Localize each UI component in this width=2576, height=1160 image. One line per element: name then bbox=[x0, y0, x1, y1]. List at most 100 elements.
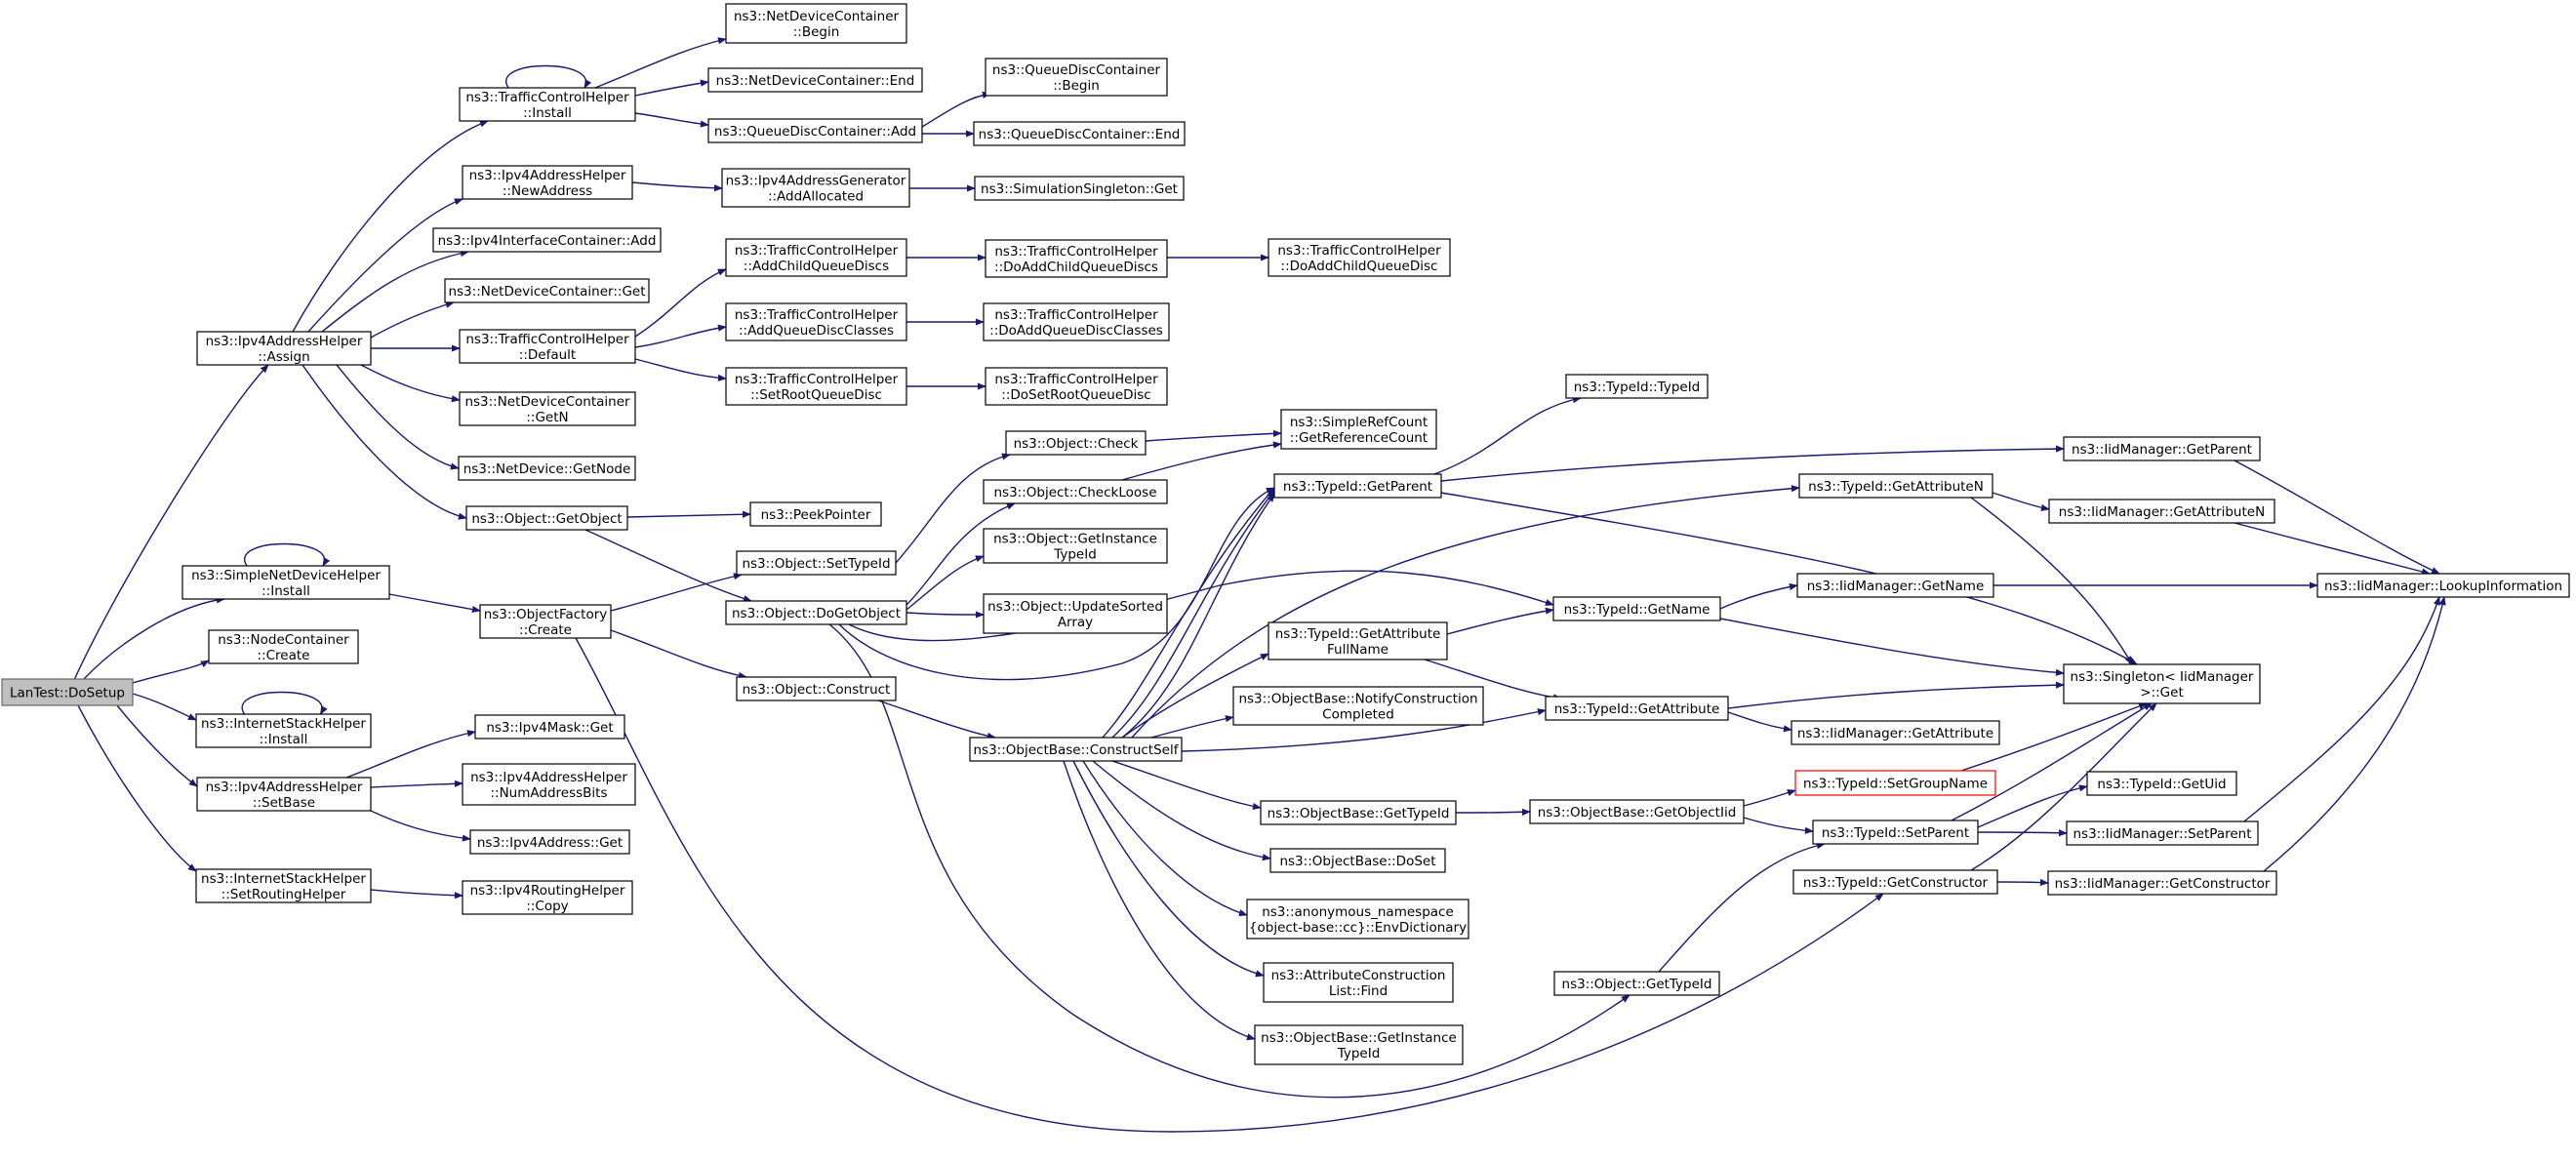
node-doaddchildqd[interactable]: ns3::TrafficControlHelper::DoAddChildQue… bbox=[1268, 238, 1451, 277]
node-constructself[interactable]: ns3::ObjectBase::ConstructSelf bbox=[969, 737, 1183, 762]
node-box bbox=[1260, 800, 1457, 825]
edge-objcheck-to-refcount bbox=[1145, 429, 1282, 442]
node-iidlookup[interactable]: ns3::IidManager::LookupInformation bbox=[2316, 573, 2570, 598]
node-ipv4assign[interactable]: ns3::Ipv4AddressHelper::Assign bbox=[196, 331, 372, 366]
node-ndcgetn[interactable]: ns3::NetDeviceContainer::GetN bbox=[459, 391, 636, 426]
node-objcheckloose[interactable]: ns3::Object::CheckLoose bbox=[983, 479, 1168, 504]
node-label: ns3::TypeId::TypeId bbox=[1574, 380, 1701, 395]
node-tidgetuid[interactable]: ns3::TypeId::GetUid bbox=[2086, 771, 2237, 796]
node-ifcadd[interactable]: ns3::Ipv4InterfaceContainer::Add bbox=[432, 227, 662, 253]
node-label: ns3::Ipv4AddressHelper bbox=[470, 770, 627, 785]
node-ndgetnode[interactable]: ns3::NetDevice::GetNode bbox=[458, 456, 636, 481]
node-tchinstall[interactable]: ns3::TrafficControlHelper::Install bbox=[459, 87, 636, 122]
node-setbase[interactable]: ns3::Ipv4AddressHelper::SetBase bbox=[196, 777, 372, 812]
edge-root-to-ipv4assign bbox=[73, 364, 269, 681]
node-label: ns3::ObjectFactory bbox=[484, 607, 608, 622]
node-obgetobjectiid[interactable]: ns3::ObjectBase::GetObjectIid bbox=[1529, 799, 1745, 824]
node-obdoset[interactable]: ns3::ObjectBase::DoSet bbox=[1269, 848, 1446, 873]
node-nodecont[interactable]: ns3::NodeContainer::Create bbox=[208, 629, 359, 664]
edge-tidgetattrn-to-singletonget bbox=[1970, 497, 2133, 665]
node-box bbox=[1273, 473, 1442, 499]
node-setrootqd[interactable]: ns3::TrafficControlHelper::SetRootQueueD… bbox=[725, 367, 907, 406]
node-tidtypeid[interactable]: ns3::TypeId::TypeId bbox=[1565, 374, 1709, 399]
node-addchildqd[interactable]: ns3::TrafficControlHelper::AddChildQueue… bbox=[725, 238, 907, 277]
node-inetinstall[interactable]: ns3::InternetStackHelper::Install bbox=[195, 713, 372, 748]
node-label: ns3::Object::SetTypeId bbox=[742, 556, 890, 572]
node-tidgetattrn[interactable]: ns3::TypeId::GetAttributeN bbox=[1798, 473, 1993, 499]
node-numaddrbits[interactable]: ns3::Ipv4AddressHelper::NumAddressBits bbox=[462, 763, 636, 806]
node-setrouting[interactable]: ns3::InternetStackHelper::SetRoutingHelp… bbox=[195, 868, 372, 903]
node-envdict[interactable]: ns3::anonymous_namespace{object-base::cc… bbox=[1246, 899, 1469, 940]
edge-constructself-to-notifyconstruct bbox=[1150, 715, 1234, 739]
node-obgettypeid[interactable]: ns3::ObjectBase::GetTypeId bbox=[1260, 800, 1457, 825]
node-tidgetattr[interactable]: ns3::TypeId::GetAttribute bbox=[1545, 696, 1729, 721]
edge-objdogetobject-to-tidgetparent bbox=[838, 487, 1275, 681]
node-label: ns3::TypeId::GetAttribute bbox=[1554, 701, 1720, 717]
node-tidsetgroup[interactable]: ns3::TypeId::SetGroupName bbox=[1794, 770, 1996, 796]
node-label: ns3::TypeId::GetName bbox=[1564, 602, 1711, 618]
node-addrget[interactable]: ns3::Ipv4Address::Get bbox=[469, 829, 630, 855]
node-iidgetattrn[interactable]: ns3::IidManager::GetAttributeN bbox=[2048, 499, 2275, 524]
edge-setbase-to-numaddrbits bbox=[370, 780, 463, 788]
node-objcheck[interactable]: ns3::Object::Check bbox=[1005, 430, 1147, 456]
node-qdcadd[interactable]: ns3::QueueDiscContainer::Add bbox=[707, 118, 923, 143]
node-newaddr[interactable]: ns3::Ipv4AddressHelper::NewAddress bbox=[462, 165, 633, 200]
node-label: ns3::TrafficControlHelper bbox=[994, 307, 1158, 323]
edge-tidgetctor-to-singletonget bbox=[1970, 702, 2157, 871]
node-label: ::GetReferenceCount bbox=[1290, 430, 1428, 446]
node-label: ns3::ObjectBase::ConstructSelf bbox=[974, 742, 1180, 758]
node-box bbox=[181, 565, 390, 600]
node-box bbox=[1552, 596, 1721, 621]
node-objfactory[interactable]: ns3::ObjectFactory::Create bbox=[479, 604, 612, 639]
node-singletonget[interactable]: ns3::Singleton< IidManager >::Get bbox=[2063, 663, 2261, 704]
node-tidgetparent[interactable]: ns3::TypeId::GetParent bbox=[1273, 473, 1442, 499]
node-label: ns3::ObjectBase::GetInstance bbox=[1261, 1030, 1457, 1046]
node-label: ns3::IidManager::GetAttribute bbox=[1797, 726, 1993, 741]
node-ndcbegin[interactable]: ns3::NetDeviceContainer::Begin bbox=[725, 3, 907, 44]
node-maskget[interactable]: ns3::Ipv4Mask::Get bbox=[474, 714, 625, 740]
node-iidsetparent[interactable]: ns3::IidManager::SetParent bbox=[2066, 820, 2259, 846]
node-root[interactable]: LanTest::DoSetup bbox=[1, 678, 134, 706]
node-qdcbegin[interactable]: ns3::QueueDiscContainer::Begin bbox=[985, 58, 1168, 97]
node-notifyconstruct[interactable]: ns3::ObjectBase::NotifyConstructionCompl… bbox=[1232, 686, 1484, 726]
node-box bbox=[707, 118, 923, 143]
node-ndcend[interactable]: ns3::NetDeviceContainer::End bbox=[707, 67, 923, 93]
node-peekptr[interactable]: ns3::PeekPointer bbox=[749, 501, 882, 527]
edge-inetinstall-self-loop bbox=[241, 691, 328, 715]
node-tidsetparent[interactable]: ns3::TypeId::SetParent bbox=[1812, 820, 1979, 845]
node-objgettypeid[interactable]: ns3::Object::GetTypeId bbox=[1553, 971, 1720, 996]
node-objsettypeid[interactable]: ns3::Object::SetTypeId bbox=[736, 550, 897, 576]
node-iidgetattr[interactable]: ns3::IidManager::GetAttribute bbox=[1791, 720, 2000, 745]
node-simsingleton[interactable]: ns3::SimulationSingleton::Get bbox=[974, 176, 1185, 201]
node-objgetobject[interactable]: ns3::Object::GetObject bbox=[465, 505, 628, 531]
node-iidgetparent[interactable]: ns3::IidManager::GetParent bbox=[2063, 436, 2261, 461]
node-label: ::SetBase bbox=[253, 795, 315, 811]
node-objdogetobject[interactable]: ns3::Object::DoGetObject bbox=[725, 600, 907, 625]
node-iidgetctor[interactable]: ns3::IidManager::GetConstructor bbox=[2047, 870, 2277, 896]
node-label: ns3::IidManager::GetParent bbox=[2072, 442, 2252, 458]
node-simplenet[interactable]: ns3::SimpleNetDeviceHelper::Install bbox=[181, 565, 390, 600]
node-doaddqdclasses[interactable]: ns3::TrafficControlHelper::DoAddQueueDis… bbox=[983, 302, 1170, 341]
node-tidgetname[interactable]: ns3::TypeId::GetName bbox=[1552, 596, 1721, 621]
node-addralloc[interactable]: ns3::Ipv4AddressGenerator::AddAllocated bbox=[721, 168, 910, 208]
node-refcount[interactable]: ns3::SimpleRefCount::GetReferenceCount bbox=[1280, 409, 1437, 450]
edge-root-to-setrouting bbox=[77, 704, 197, 872]
node-ndcget[interactable]: ns3::NetDeviceContainer::Get bbox=[444, 278, 650, 303]
node-label: ns3::TrafficControlHelper bbox=[735, 307, 899, 323]
edge-root-to-simplenet bbox=[82, 596, 225, 681]
node-label: LanTest::DoSetup bbox=[10, 686, 125, 701]
node-routingcopy[interactable]: ns3::Ipv4RoutingHelper::Copy bbox=[462, 880, 633, 915]
node-objconstruct[interactable]: ns3::Object::Construct bbox=[736, 676, 897, 701]
node-dosetrootqd[interactable]: ns3::TrafficControlHelper::DoSetRootQueu… bbox=[985, 367, 1168, 406]
node-iidgetname[interactable]: ns3::IidManager::GetName bbox=[1796, 573, 1994, 598]
node-addqdclasses[interactable]: ns3::TrafficControlHelper::AddQueueDiscC… bbox=[725, 302, 907, 341]
node-tchdefault[interactable]: ns3::TrafficControlHelper::Default bbox=[459, 329, 636, 364]
node-tidgetctor[interactable]: ns3::TypeId::GetConstructor bbox=[1792, 869, 1998, 895]
node-doaddchildqds[interactable]: ns3::TrafficControlHelper::DoAddChildQue… bbox=[985, 239, 1168, 278]
node-qdcend[interactable]: ns3::QueueDiscContainer::End bbox=[973, 121, 1186, 146]
